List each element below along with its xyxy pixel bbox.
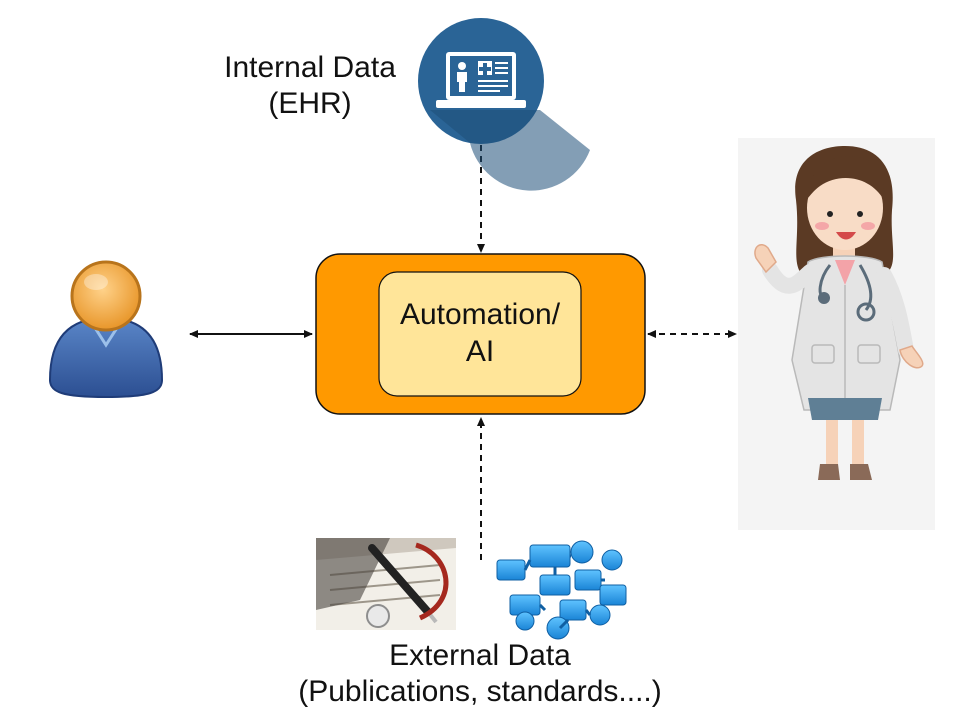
automation-title: Automation/ xyxy=(399,298,561,331)
automation-node xyxy=(315,253,646,415)
internal-data-title: Internal Data xyxy=(224,51,396,84)
automation-inner-box xyxy=(378,271,582,397)
ehr-laptop-icon xyxy=(418,18,590,191)
edges xyxy=(189,145,737,560)
external-data-subtitle: (Publications, standards....) xyxy=(298,675,662,708)
doctor-illustration xyxy=(738,138,935,530)
external-data-label: External Data (Publications, standards..… xyxy=(230,638,730,710)
automation-subtitle: AI xyxy=(465,335,495,368)
flowchart-icon xyxy=(496,540,627,640)
external-data-title: External Data xyxy=(389,639,571,672)
automation-label: Automation/ AI xyxy=(380,296,580,370)
person-icon xyxy=(48,260,164,399)
internal-data-label: Internal Data (EHR) xyxy=(200,50,420,122)
publications-photo xyxy=(316,538,456,630)
internal-data-subtitle: (EHR) xyxy=(268,87,352,120)
